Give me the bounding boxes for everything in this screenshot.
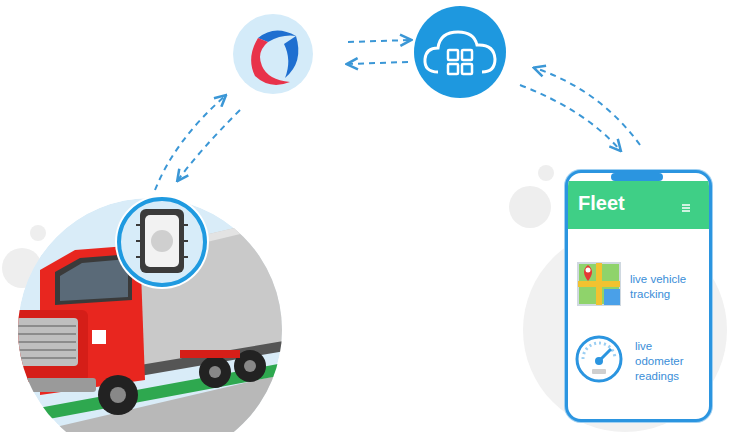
phone-screen: Fleet live vehicle tracking live odometer …: [565, 170, 712, 422]
tracker-device: [115, 195, 209, 289]
feature-label: live odometer readings: [635, 339, 697, 384]
cloud-server: [414, 6, 506, 98]
feature-label: live vehicle tracking: [630, 272, 706, 302]
hamburger-icon: [682, 205, 690, 211]
app-title: Fleet: [578, 190, 668, 216]
map-icon: [578, 263, 620, 305]
gauge-icon: [577, 337, 621, 381]
platform-logo: [233, 14, 313, 94]
truck-scene: [0, 198, 300, 432]
data-flow-arrows: [155, 40, 640, 190]
